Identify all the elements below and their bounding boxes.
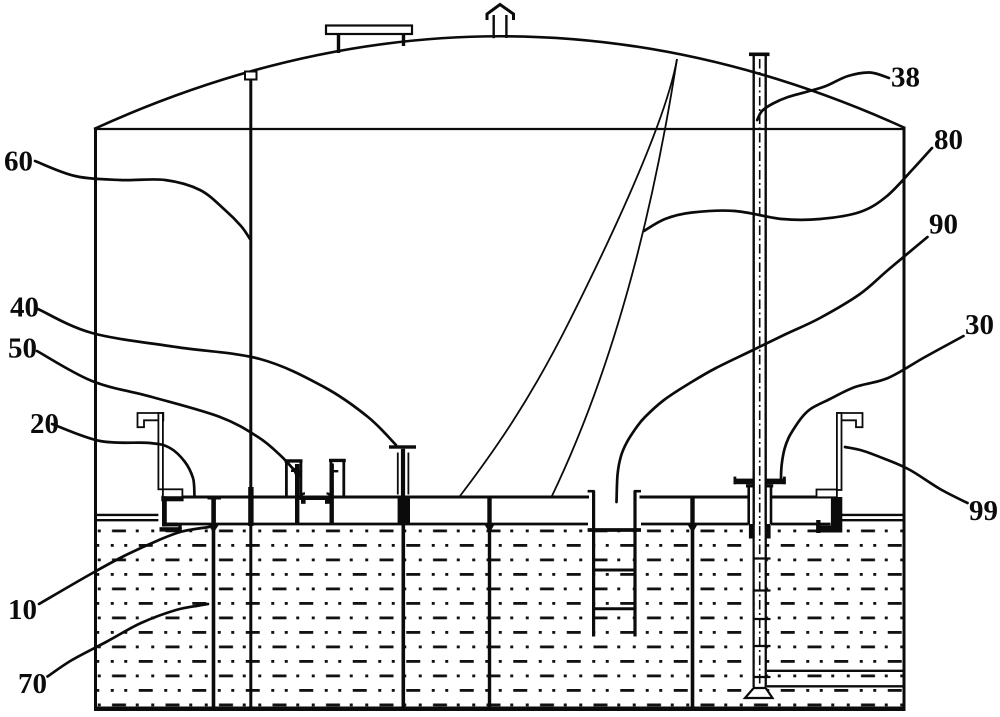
svg-text:90: 90 [929,209,958,241]
svg-text:70: 70 [18,668,47,700]
svg-text:80: 80 [934,124,963,156]
svg-text:40: 40 [10,292,39,324]
svg-text:10: 10 [8,594,37,626]
svg-text:20: 20 [30,408,59,440]
svg-text:50: 50 [8,333,37,365]
svg-text:38: 38 [891,62,920,94]
svg-text:30: 30 [965,309,994,341]
svg-text:60: 60 [4,146,33,178]
svg-text:99: 99 [969,495,998,527]
